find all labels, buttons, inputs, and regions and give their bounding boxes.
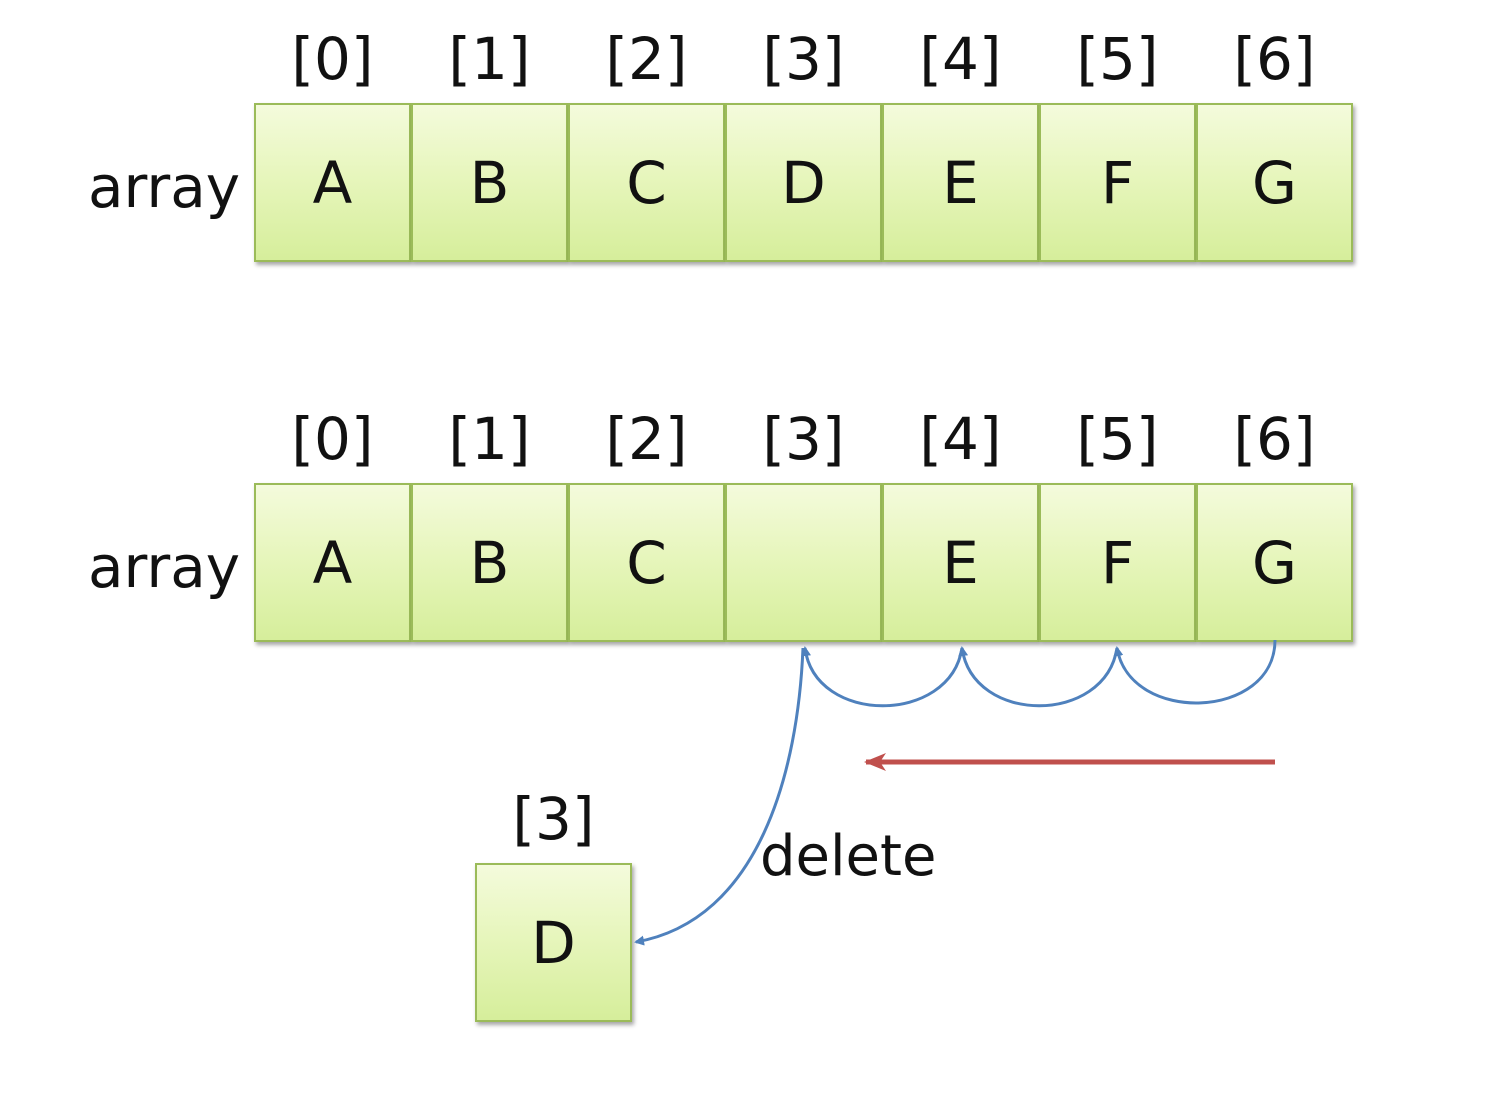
cell-value: E: [942, 528, 979, 597]
cell-value: C: [626, 528, 667, 597]
array-cell-3-empty: [725, 483, 882, 642]
cell-value: B: [469, 148, 510, 217]
array-cell-1: B: [411, 483, 568, 642]
cell-value: F: [1100, 528, 1135, 597]
cell-value: B: [469, 528, 510, 597]
index-label-2: [2]: [605, 405, 688, 473]
cell-value: D: [781, 148, 826, 217]
delete-label: delete: [760, 824, 937, 889]
array-cell-3: D: [725, 103, 882, 262]
cell-value: D: [531, 908, 576, 977]
array-cell-5: F: [1039, 483, 1196, 642]
array-cell-0: A: [254, 483, 411, 642]
cell-value: E: [942, 148, 979, 217]
index-label-4: [4]: [919, 405, 1002, 473]
array-cell-4: E: [882, 103, 1039, 262]
cell-value: C: [626, 148, 667, 217]
array-cell-0: A: [254, 103, 411, 262]
shift-arrow-e-to-3: [801, 646, 964, 708]
array-cell-4: E: [882, 483, 1039, 642]
index-label-1: [1]: [448, 405, 531, 473]
array-cell-1: B: [411, 103, 568, 262]
index-label-1: [1]: [448, 25, 531, 93]
delete-arrow: [634, 647, 805, 946]
index-label-0: [0]: [291, 25, 374, 93]
cell-value: G: [1252, 148, 1297, 217]
array-label: array: [88, 533, 241, 601]
cell-value: F: [1100, 148, 1135, 217]
index-label-6: [6]: [1233, 25, 1316, 93]
cell-value: A: [312, 528, 353, 597]
deleted-index-label: [3]: [512, 785, 595, 853]
shift-arrow-g-to-5: [1113, 639, 1277, 705]
index-label-2: [2]: [605, 25, 688, 93]
index-label-6: [6]: [1233, 405, 1316, 473]
index-label-4: [4]: [919, 25, 1002, 93]
array-cell-2: C: [568, 103, 725, 262]
cell-value: A: [312, 148, 353, 217]
index-label-3: [3]: [762, 25, 845, 93]
deleted-cell: D: [475, 863, 632, 1022]
array-cell-5: F: [1039, 103, 1196, 262]
cell-value: G: [1252, 528, 1297, 597]
array-label: array: [88, 153, 241, 221]
shift-arrow-f-to-4: [958, 646, 1119, 708]
index-label-5: [5]: [1076, 25, 1159, 93]
array-cell-6: G: [1196, 483, 1353, 642]
index-label-3: [3]: [762, 405, 845, 473]
index-label-0: [0]: [291, 405, 374, 473]
array-cell-6: G: [1196, 103, 1353, 262]
index-label-5: [5]: [1076, 405, 1159, 473]
array-cell-2: C: [568, 483, 725, 642]
